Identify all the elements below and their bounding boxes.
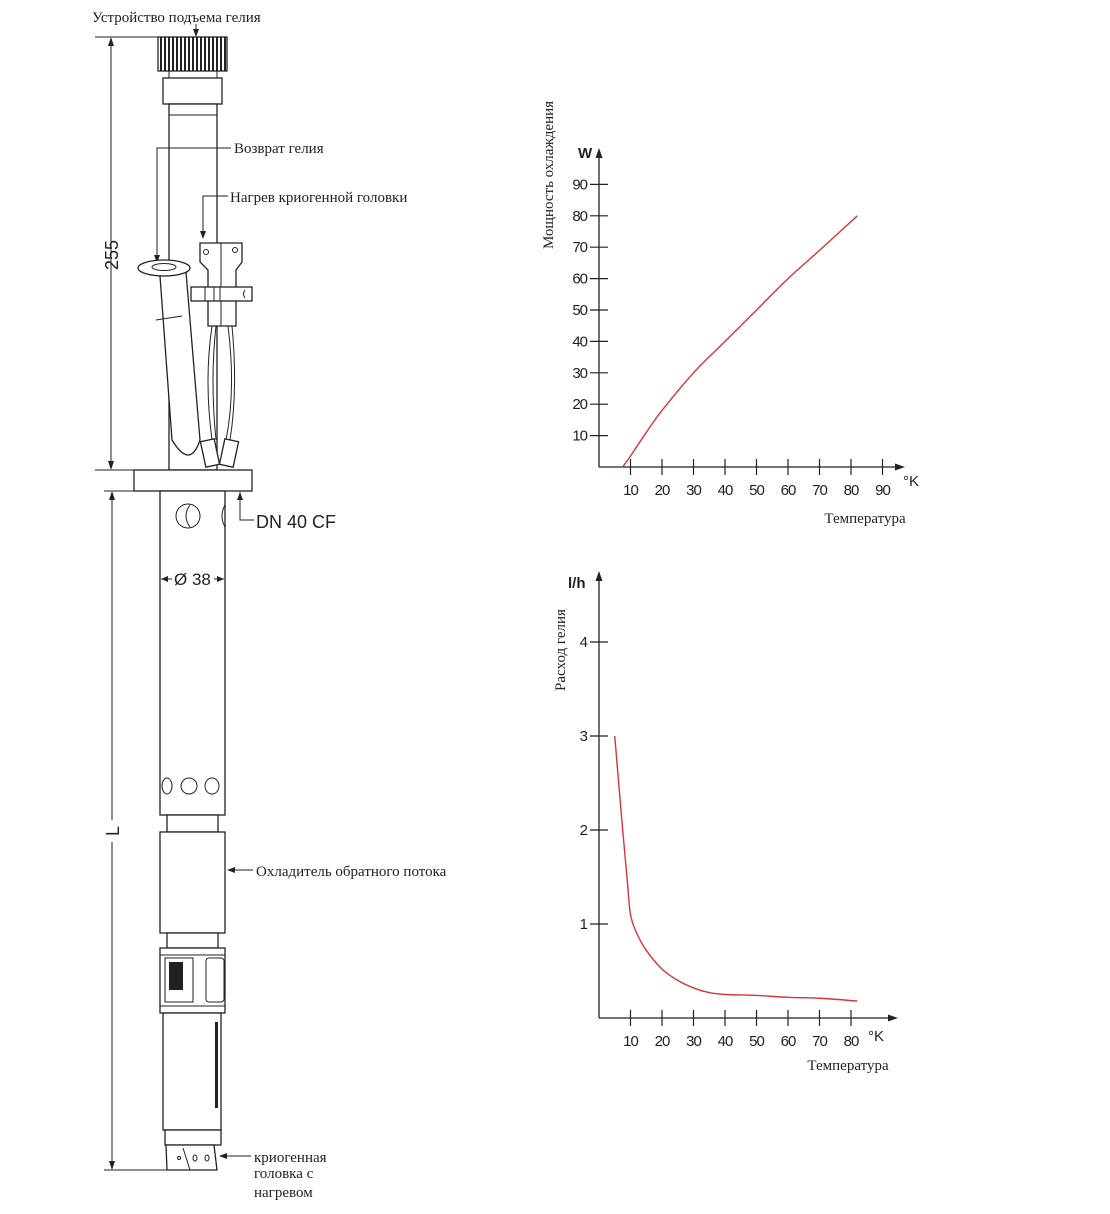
neck-upper xyxy=(166,814,219,833)
helium-return-port xyxy=(137,259,201,456)
leader-cryohead-heating xyxy=(200,195,228,239)
label-diameter: Ø 38 xyxy=(174,570,211,589)
heater-connector xyxy=(190,242,253,468)
y-axis-title: Расход гелия xyxy=(553,609,569,691)
y-tick-label: 40 xyxy=(572,333,587,350)
label-cryohead-3: нагревом xyxy=(254,1185,313,1201)
x-tick-label: 80 xyxy=(844,1033,859,1050)
counterflow-cooler xyxy=(159,831,226,934)
x-tick-label: 20 xyxy=(655,482,670,499)
x-tick-label: 90 xyxy=(875,482,890,499)
x-unit-label: °K xyxy=(903,473,919,490)
series-line xyxy=(614,735,858,1002)
cf-flange xyxy=(133,469,253,492)
dimension-255: 255 xyxy=(95,36,158,471)
knurled-knob xyxy=(157,36,228,72)
x-tick-label: 10 xyxy=(623,482,638,499)
y-tick-label: 2 xyxy=(580,822,588,839)
label-cryohead-1: криогенная xyxy=(254,1150,327,1166)
dimension-L-label: L xyxy=(103,826,123,836)
x-tick-label: 30 xyxy=(686,482,701,499)
y-tick-label: 70 xyxy=(572,239,587,256)
dimension-255-label: 255 xyxy=(102,240,122,270)
dimension-diameter: Ø 38 xyxy=(161,570,224,589)
slot xyxy=(215,1022,218,1108)
x-axis-arrow-icon xyxy=(895,463,905,471)
y-tick-label: 30 xyxy=(572,365,587,382)
label-lift-device: Устройство подъема гелия xyxy=(92,10,261,26)
collar xyxy=(162,77,223,105)
series-line xyxy=(622,215,858,468)
cryohead xyxy=(165,1144,218,1171)
x-tick-label: 70 xyxy=(812,1033,827,1050)
x-tick-label: 50 xyxy=(749,482,764,499)
x-tick-label: 60 xyxy=(781,1033,796,1050)
lower-cylinder xyxy=(162,1012,222,1131)
y-tick-label: 1 xyxy=(580,916,588,933)
cooling-power-chart: 10 20 30 40 50 60 70 80 90 10 20 30 40 50 60 70 80 90 W °K М… xyxy=(541,101,919,527)
y-tick-label: 10 xyxy=(572,428,587,445)
x-axis-arrow-icon xyxy=(888,1014,898,1022)
y-axis-title: Мощность охлаждения xyxy=(541,101,557,249)
x-axis-title: Температура xyxy=(807,1058,889,1074)
x-tick-label: 40 xyxy=(718,482,733,499)
label-counterflow-cooler: Охладитель обратного потока xyxy=(256,864,447,880)
y-tick-label: 80 xyxy=(572,208,587,225)
x-axis-title: Температура xyxy=(824,511,906,527)
leader-helium-return xyxy=(154,147,231,263)
x-tick-label: 30 xyxy=(686,1033,701,1050)
y-tick-label: 20 xyxy=(572,396,587,413)
label-cryohead-2: головка с xyxy=(254,1166,314,1182)
y-tick-label: 90 xyxy=(572,176,587,193)
x-tick-label: 60 xyxy=(781,482,796,499)
vent-holes-upper xyxy=(175,503,226,529)
lower-tube xyxy=(159,490,226,816)
sensor-block xyxy=(159,947,226,1014)
bottom-ring xyxy=(164,1129,222,1146)
label-helium-return: Возврат гелия xyxy=(234,141,324,157)
y-tick-label: 60 xyxy=(572,271,587,288)
helium-consumption-chart: 10 20 30 40 50 60 70 80 1 2 3 4 l/h °K Расход гелияТем… xyxy=(553,571,898,1074)
x-tick-label: 40 xyxy=(718,1033,733,1050)
cryostat-drawing: Устройство подъема гелия 255 Возврат гел… xyxy=(92,10,447,1201)
y-unit-label: W xyxy=(578,145,593,162)
x-tick-label: 20 xyxy=(655,1033,670,1050)
neck-middle xyxy=(166,932,219,949)
label-flange: DN 40 CF xyxy=(256,512,336,532)
leader-flange xyxy=(239,492,254,521)
y-tick-label: 50 xyxy=(572,302,587,319)
x-tick-label: 10 xyxy=(623,1033,638,1050)
y-axis-arrow-icon xyxy=(595,148,603,158)
y-tick-label: 4 xyxy=(580,634,588,651)
vent-holes-lower xyxy=(161,777,220,795)
x-tick-label: 50 xyxy=(749,1033,764,1050)
y-axis-arrow-icon xyxy=(595,571,603,581)
dimension-L: L xyxy=(103,490,170,1171)
y-unit-label: l/h xyxy=(568,575,586,592)
x-unit-label: °K xyxy=(868,1028,884,1045)
label-cryohead-heating: Нагрев криогенной головки xyxy=(230,190,407,206)
x-tick-label: 70 xyxy=(812,482,827,499)
x-tick-label: 80 xyxy=(844,482,859,499)
y-tick-label: 3 xyxy=(580,728,588,745)
